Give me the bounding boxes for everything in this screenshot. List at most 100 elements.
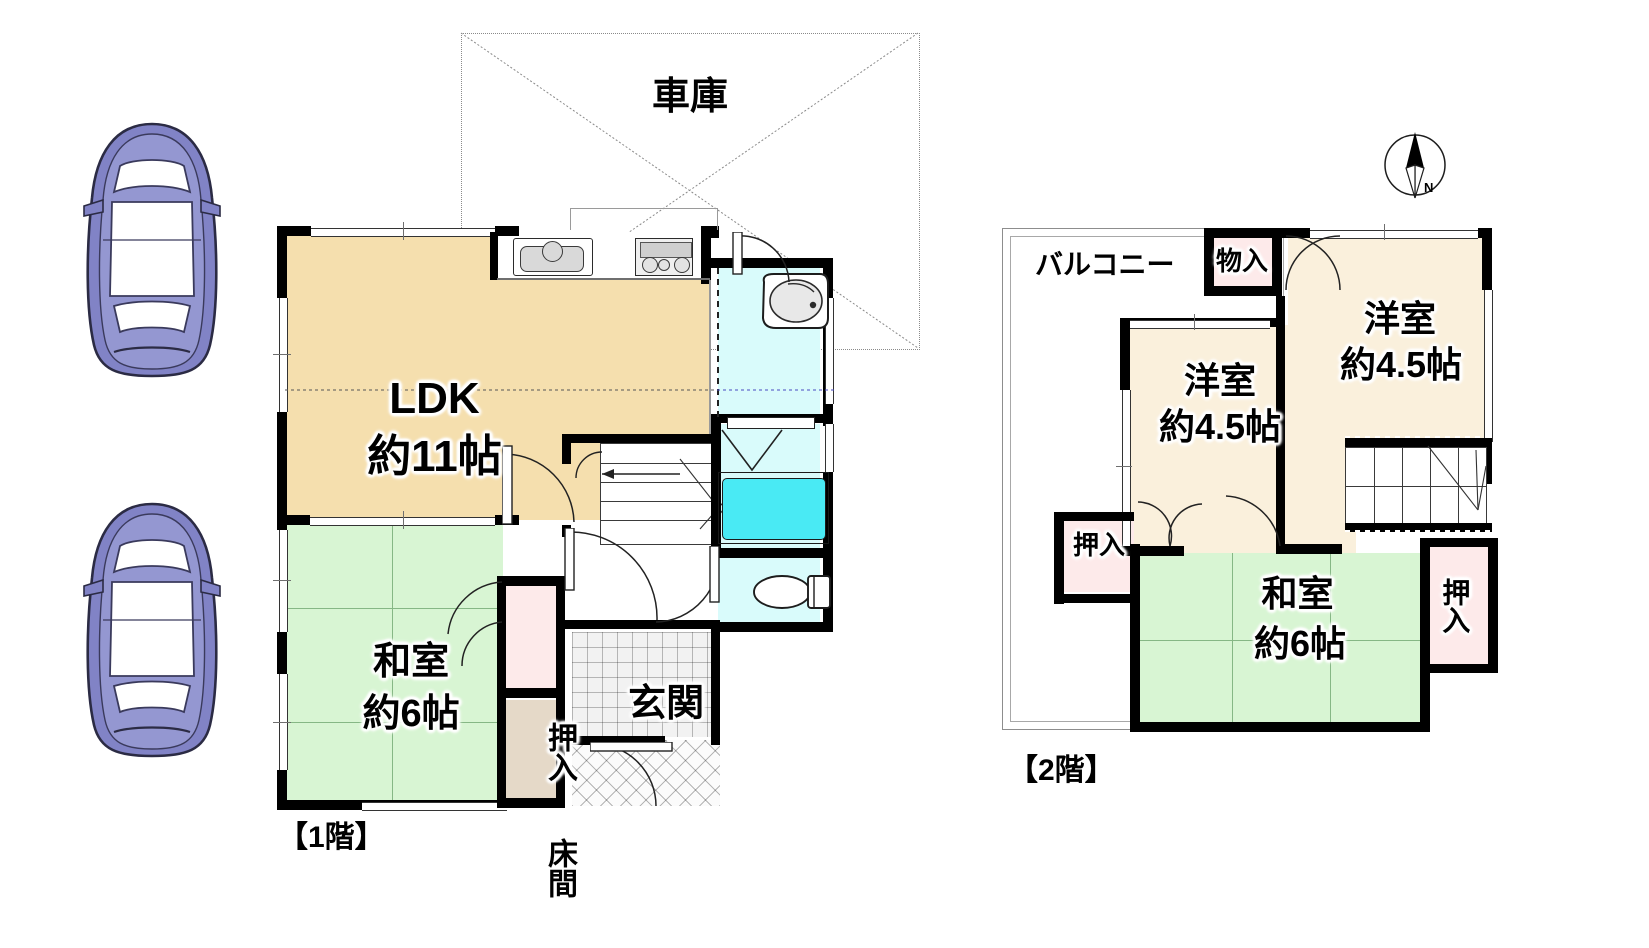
- wall: [1276, 544, 1342, 554]
- window-mullion: [273, 580, 291, 582]
- kitchen-sink: [513, 238, 593, 276]
- wall: [1130, 544, 1140, 732]
- door-yoshitsu-right-entry: [1225, 495, 1281, 547]
- bath-unit-outline: [718, 472, 829, 544]
- counter-edge: [497, 278, 710, 280]
- partition-line: [709, 280, 711, 460]
- tatami-line: [1138, 640, 1423, 642]
- wall: [1282, 228, 1310, 238]
- door-entrance-hall: [564, 528, 658, 621]
- yoshitsu-left-size: 約4.5帖: [1158, 406, 1282, 447]
- wall: [497, 576, 506, 690]
- room-fill-washitsu-1f: [285, 525, 503, 803]
- room-fill-entrance: [572, 632, 720, 737]
- window: [1310, 230, 1478, 239]
- window: [1130, 320, 1270, 329]
- closet-2f-left-label: 押入: [1072, 530, 1125, 560]
- ldk-label: LDK: [389, 374, 480, 424]
- balcony-label: バルコニー: [1035, 249, 1175, 280]
- wall: [497, 576, 571, 586]
- tatami-line: [1330, 640, 1332, 731]
- wall: [490, 232, 498, 280]
- wall: [1054, 594, 1134, 603]
- washitsu-1f-label: 和室: [373, 640, 450, 683]
- wall: [1120, 546, 1184, 556]
- window-mullion: [403, 511, 405, 529]
- wall: [562, 434, 571, 464]
- window-mullion: [1194, 314, 1196, 330]
- washitsu-2f-size: 約6帖: [1253, 623, 1347, 664]
- door-storage-2f: [1285, 235, 1341, 291]
- window: [1122, 390, 1131, 555]
- window-mullion: [1384, 224, 1386, 240]
- wall: [1488, 538, 1498, 672]
- room-fill-tokonoma: [505, 700, 562, 803]
- tatami-line: [392, 608, 394, 722]
- yoshitsu-right-label: 洋室: [1363, 298, 1436, 339]
- wall: [497, 798, 565, 808]
- compass-north-letter: N: [1424, 180, 1433, 195]
- door-toilet: [655, 546, 720, 623]
- window: [825, 424, 834, 472]
- tatami-line: [1232, 553, 1234, 640]
- room-fill-washitsu-2f: [1138, 553, 1423, 731]
- wall: [1272, 228, 1282, 294]
- tatami-line: [1330, 553, 1332, 640]
- door-washitsu-1f: [447, 581, 503, 667]
- wall: [1345, 438, 1492, 447]
- wall: [711, 548, 833, 558]
- wall: [562, 434, 718, 443]
- floor2-caption: 【2階】: [1008, 754, 1115, 787]
- window-mullion: [273, 722, 291, 724]
- wall: [1482, 440, 1492, 484]
- wall: [1204, 228, 1214, 294]
- wall: [277, 412, 287, 530]
- yoshitsu-right-size: 約4.5帖: [1339, 344, 1463, 385]
- washitsu-1f-size: 約6帖: [362, 692, 460, 735]
- room-fill-closet-2f-right: [1428, 546, 1490, 666]
- door-ldk-hall: [502, 445, 575, 525]
- wall: [565, 736, 665, 745]
- staircase-1f: [600, 443, 720, 545]
- wall: [277, 226, 287, 298]
- car-bottom: [83, 502, 221, 758]
- wall: [556, 696, 565, 808]
- wall: [277, 226, 311, 236]
- wall: [497, 696, 506, 808]
- ldk-size: 約11帖: [367, 432, 502, 482]
- wall: [1345, 523, 1492, 532]
- toilet: [753, 575, 831, 609]
- wall: [1420, 538, 1498, 547]
- window: [825, 298, 834, 404]
- wall: [1276, 296, 1285, 544]
- window: [310, 517, 495, 526]
- tokonoma-label: 床間: [543, 838, 576, 898]
- door-washroom: [732, 232, 790, 283]
- wall: [277, 632, 287, 674]
- gas-stove: [635, 238, 693, 276]
- room-fill-yoshitsu-right: [1288, 232, 1488, 444]
- washitsu-2f-label: 和室: [1261, 573, 1334, 614]
- yoshitsu-left-label: 洋室: [1183, 360, 1256, 401]
- wall: [1054, 512, 1064, 604]
- tatami-line: [1232, 640, 1234, 731]
- wall: [711, 258, 833, 268]
- hood-line: [570, 208, 718, 210]
- wall: [711, 622, 833, 632]
- wash-basin: [761, 273, 829, 329]
- window-mullion: [273, 354, 291, 356]
- stair-dash: [1345, 436, 1493, 438]
- room-fill-storage-2f: [1212, 232, 1274, 292]
- partition-dashed: [717, 268, 719, 418]
- garage-cross: [460, 32, 919, 349]
- north-arrow: N: [1384, 132, 1446, 199]
- tatami-line: [392, 722, 394, 803]
- garage-label: 車庫: [651, 76, 728, 118]
- wall: [565, 620, 720, 629]
- wall: [711, 620, 720, 745]
- wall: [1054, 512, 1134, 521]
- window-mullion: [403, 222, 405, 240]
- wall: [1130, 722, 1430, 732]
- wall: [1420, 540, 1430, 732]
